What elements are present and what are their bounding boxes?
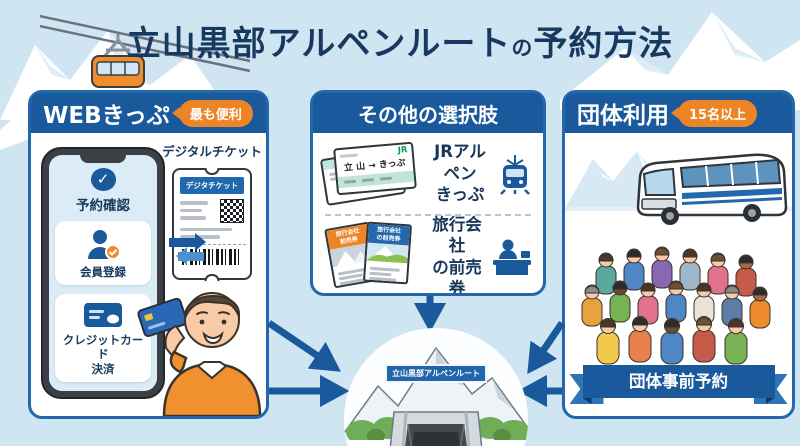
group-crowd-illustration — [581, 246, 770, 365]
counter-icon — [493, 239, 531, 275]
landscape-photo — [366, 242, 409, 263]
qr-code-icon — [220, 199, 244, 223]
group-use-panel: 団体利用 15名以上 — [562, 90, 795, 419]
digital-ticket-title: デジタチケット — [180, 177, 244, 194]
transfer-arrows — [169, 233, 211, 266]
ticket-notch-bottom — [204, 273, 220, 281]
most-convenient-badge: 最も便利 — [178, 99, 253, 127]
jr-logo: JR — [397, 144, 408, 156]
web-ticket-panel: WEBきっぷ 最も便利 ✓ 予約確認 会員登録 — [28, 90, 269, 419]
reservation-confirm-label: 予約確認 — [76, 197, 130, 214]
phone-screen: ✓ 予約確認 会員登録 — [49, 155, 157, 391]
cable-car-icon — [40, 14, 250, 88]
jr-alpen-label: JRアルペン きっぷ — [434, 142, 486, 205]
other-panel-body: JR 立 山 → きっぷ JRアルペン きっぷ — [313, 133, 543, 293]
digital-ticket-label: デジタルチケット — [162, 144, 262, 159]
group-reservation-label: 団体事前予約 — [582, 365, 775, 398]
other-panel-title: その他の選択肢 — [358, 102, 498, 127]
member-registration-label: 会員登録 — [80, 264, 126, 279]
arrow-right-icon — [169, 233, 211, 251]
tour-bus — [636, 153, 788, 225]
alpine-route-sign: 立山黒部アルペンルート — [385, 364, 487, 383]
credit-card-payment-card: クレジットカード 決済 — [55, 293, 151, 382]
group-reservation-ribbon: 団体事前予約 — [569, 365, 788, 407]
other-options-panel: その他の選択肢 JR 立 山 → きっぷ — [310, 90, 546, 296]
credit-card-payment-label: クレジットカード 決済 — [62, 332, 144, 376]
title-main: 立山黒部アルペンルート — [126, 24, 512, 64]
train-icon — [500, 154, 530, 195]
web-panel-body: ✓ 予約確認 会員登録 — [31, 133, 266, 416]
member-registration-card: 会員登録 — [55, 220, 151, 285]
phone-notch — [80, 155, 126, 163]
member-icon — [88, 229, 121, 260]
web-panel-title: WEBきっぷ — [43, 103, 170, 129]
smartphone: ✓ 予約確認 会員登録 — [41, 147, 165, 399]
title-suffix: 予約方法 — [533, 24, 674, 64]
ticket-text-lines — [180, 199, 210, 224]
man-with-credit-card — [137, 292, 262, 416]
arrow-left-icon — [169, 247, 211, 265]
brochure-illustration: 旅行会社 前売券 旅行会社 の前売券 — [323, 221, 423, 291]
mountain-photo — [329, 242, 374, 267]
credit-card-icon — [84, 302, 122, 327]
ticket-notch-top — [204, 167, 220, 175]
web-panel-header: WEBきっぷ 最も便利 — [31, 93, 266, 133]
group-panel-body: 団体事前予約 — [565, 133, 792, 416]
travel-agency-row: 旅行会社 前売券 旅行会社 の前売券 — [313, 214, 543, 293]
ticket-perforation — [178, 243, 246, 245]
title-particle: の — [511, 36, 534, 60]
fifteen-plus-badge: 15名以上 — [678, 99, 758, 127]
group-panel-title: 団体利用 — [577, 103, 669, 129]
brochure-blue-title: 旅行会社 の前売券 — [367, 223, 410, 245]
other-panel-header: その他の選択肢 — [313, 93, 543, 133]
check-circle-icon: ✓ — [90, 168, 116, 191]
row-divider — [325, 214, 531, 216]
jr-ticket-illustration: JR 立 山 → きっぷ — [319, 141, 423, 207]
page-title: 立山黒部アルペンルートの予約方法 — [0, 16, 800, 65]
jr-alpen-row: JR 立 山 → きっぷ JRアルペン きっぷ — [313, 133, 543, 214]
travel-agency-label: 旅行会社 の前売券 — [432, 214, 482, 293]
group-panel-header: 団体利用 15名以上 — [565, 93, 792, 133]
